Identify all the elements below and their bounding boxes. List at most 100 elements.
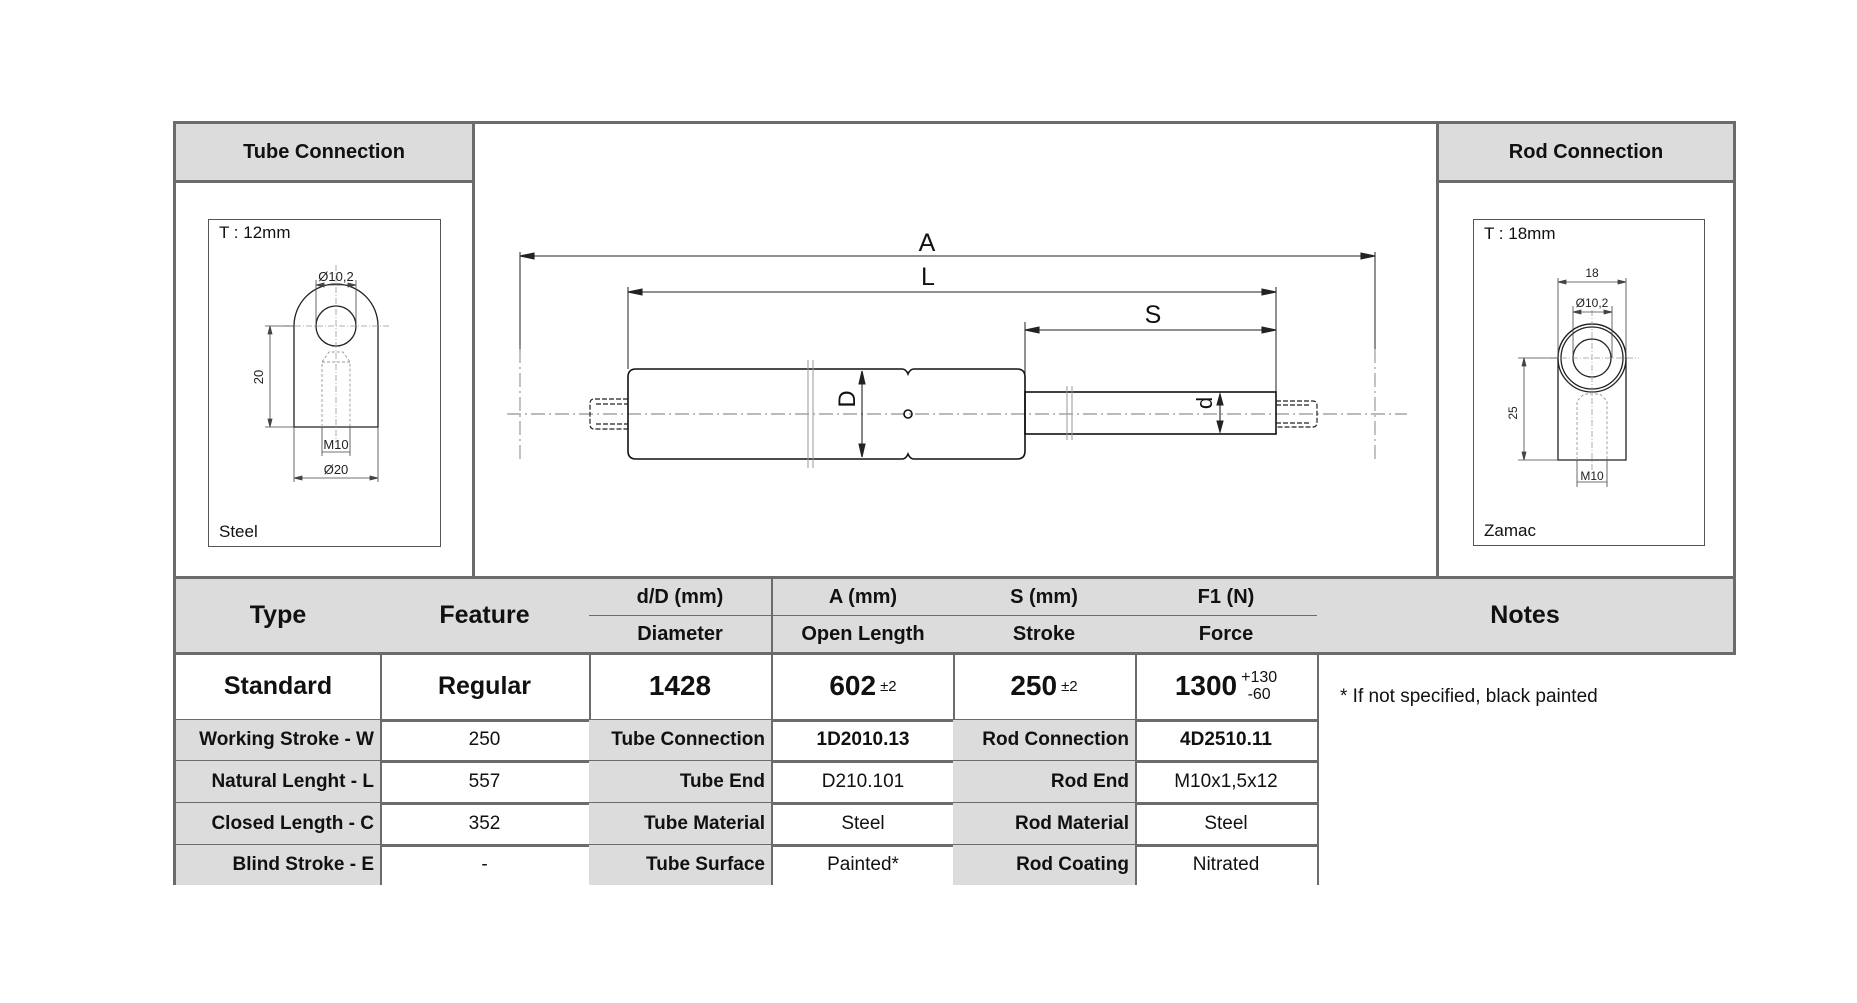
detail-label-closed-length: Closed Length - C: [173, 803, 382, 847]
header-diameter-label: Diameter: [637, 622, 723, 645]
value-feature-text: Regular: [437, 671, 532, 700]
footnote-text: * If not specified, black painted: [1340, 686, 1598, 707]
detail-label-natural-length: Natural Lenght - L: [173, 761, 382, 805]
open-length-tolerance: ±2: [880, 677, 897, 695]
header-type: Type: [173, 576, 382, 655]
dim-label-L: L: [921, 263, 935, 291]
value-force-text: 1300: [1174, 670, 1238, 701]
detail-value-working-stroke: 250: [380, 720, 591, 763]
rod-thread-dim: M10: [1580, 469, 1604, 483]
detail-label-rod-coating: Rod Coating: [953, 845, 1137, 885]
rod-connection-title: Rod Connection: [1508, 140, 1664, 163]
stroke-tolerance: ±2: [1061, 677, 1078, 695]
tube-eyelet-drawing-icon: Ø10,2 20 M10 Ø20: [251, 265, 391, 482]
detail-label-rod-connection: Rod Connection: [953, 720, 1137, 763]
header-notes-label: Notes: [1490, 601, 1560, 629]
rod-hole-dim: Ø10,2: [1576, 296, 1609, 310]
detail-value-tube-connection: 1D2010.13: [771, 720, 955, 763]
detail-label-text: Rod Material: [1014, 812, 1129, 834]
detail-label-blind-stroke: Blind Stroke - E: [173, 845, 382, 885]
value-diameter: 1428: [589, 653, 773, 722]
dim-label-d: d: [1192, 397, 1217, 409]
header-stroke-unit: S (mm): [953, 576, 1137, 618]
header-stroke: Stroke: [953, 616, 1137, 655]
detail-label-tube-connection: Tube Connection: [589, 720, 773, 763]
header-length-label: Open Length: [801, 622, 925, 645]
gas-spring-drawing-panel: A L S D d: [472, 121, 1439, 578]
rod-connection-frame: T : 18mm Zamac: [1473, 219, 1705, 546]
detail-value-text: 4D2510.11: [1180, 729, 1272, 750]
detail-label-text: Tube Connection: [611, 729, 765, 750]
dim-label-D: D: [834, 390, 861, 407]
detail-value-tube-end: D210.101: [771, 761, 955, 805]
header-force: Force: [1135, 616, 1319, 655]
detail-label-rod-material: Rod Material: [953, 803, 1137, 847]
detail-value-text: D210.101: [821, 770, 905, 792]
force-tolerance: +130 -60: [1241, 669, 1277, 703]
detail-value-text: Nitrated: [1192, 854, 1260, 875]
detail-value-text: -: [481, 854, 488, 875]
detail-value-text: 1D2010.13: [816, 729, 910, 750]
detail-label-text: Rod Connection: [982, 729, 1129, 750]
detail-label-text: Closed Length - C: [211, 812, 374, 834]
detail-value-text: Steel: [1204, 812, 1248, 834]
detail-label-tube-material: Tube Material: [589, 803, 773, 847]
header-length-unit: A (mm): [771, 576, 955, 618]
dim-label-S: S: [1145, 301, 1162, 329]
detail-value-tube-surface: Painted*: [771, 845, 955, 885]
detail-label-text: Blind Stroke - E: [232, 854, 374, 875]
detail-label-text: Rod Coating: [1016, 854, 1129, 875]
header-force-unit-label: F1 (N): [1197, 585, 1255, 608]
header-diameter-unit: d/D (mm): [589, 576, 773, 618]
tube-connection-header: Tube Connection: [173, 121, 475, 183]
detail-value-text: M10x1,5x12: [1174, 770, 1278, 792]
detail-value-natural-length: 557: [380, 761, 591, 805]
rod-height-dim: 25: [1506, 406, 1520, 420]
value-open-length-text: 602: [829, 670, 877, 701]
tube-width-dim: Ø20: [324, 462, 349, 477]
tube-connection-panel: T : 12mm Steel: [173, 181, 475, 578]
detail-label-tube-surface: Tube Surface: [589, 845, 773, 885]
detail-value-text: 250: [468, 729, 501, 750]
rod-material-label: Zamac: [1484, 521, 1536, 540]
value-force: 1300 +130 -60: [1135, 653, 1319, 722]
rod-eyelet-drawing-icon: 18 Ø10,2 25 M10: [1506, 266, 1639, 487]
detail-label-rod-end: Rod End: [953, 761, 1137, 805]
detail-value-blind-stroke: -: [380, 845, 591, 885]
value-feature: Regular: [380, 653, 591, 722]
header-type-label: Type: [249, 601, 307, 629]
detail-label-text: Working Stroke - W: [199, 729, 374, 750]
tube-hole-dim: Ø10,2: [318, 269, 353, 284]
detail-value-rod-material: Steel: [1135, 803, 1319, 847]
detail-label-text: Rod End: [1050, 770, 1129, 792]
detail-label-tube-end: Tube End: [589, 761, 773, 805]
detail-label-text: Natural Lenght - L: [211, 770, 374, 792]
detail-value-rod-end: M10x1,5x12: [1135, 761, 1319, 805]
header-length: Open Length: [771, 616, 955, 655]
header-force-label: Force: [1198, 622, 1254, 645]
header-diameter: Diameter: [589, 616, 773, 655]
detail-label-text: Tube Material: [643, 812, 765, 834]
detail-label-working-stroke: Working Stroke - W: [173, 720, 382, 763]
header-diameter-unit-label: d/D (mm): [636, 585, 724, 608]
detail-label-text: Tube Surface: [646, 854, 765, 875]
detail-value-text: 352: [468, 812, 501, 834]
detail-value-text: Steel: [841, 812, 885, 834]
rod-thickness-label: T : 18mm: [1484, 224, 1556, 243]
tube-connection-frame: T : 12mm Steel: [208, 219, 441, 547]
value-stroke: 250±2: [953, 653, 1137, 722]
gas-spring-drawing-icon: A L S D d: [507, 229, 1407, 468]
tube-height-dim: 20: [251, 370, 266, 384]
tube-thickness-label: T : 12mm: [219, 223, 291, 242]
rod-connection-panel: T : 18mm Zamac: [1436, 181, 1736, 578]
detail-value-rod-connection: 4D2510.11: [1135, 720, 1319, 763]
header-length-unit-label: A (mm): [828, 585, 898, 608]
value-type: Standard: [173, 653, 382, 722]
dim-label-A: A: [919, 229, 936, 257]
header-feature: Feature: [380, 576, 591, 655]
header-stroke-unit-label: S (mm): [1010, 585, 1078, 608]
header-stroke-label: Stroke: [1012, 622, 1076, 645]
value-type-text: Standard: [223, 671, 333, 700]
detail-label-text: Tube End: [679, 770, 765, 792]
detail-value-rod-coating: Nitrated: [1135, 845, 1319, 885]
